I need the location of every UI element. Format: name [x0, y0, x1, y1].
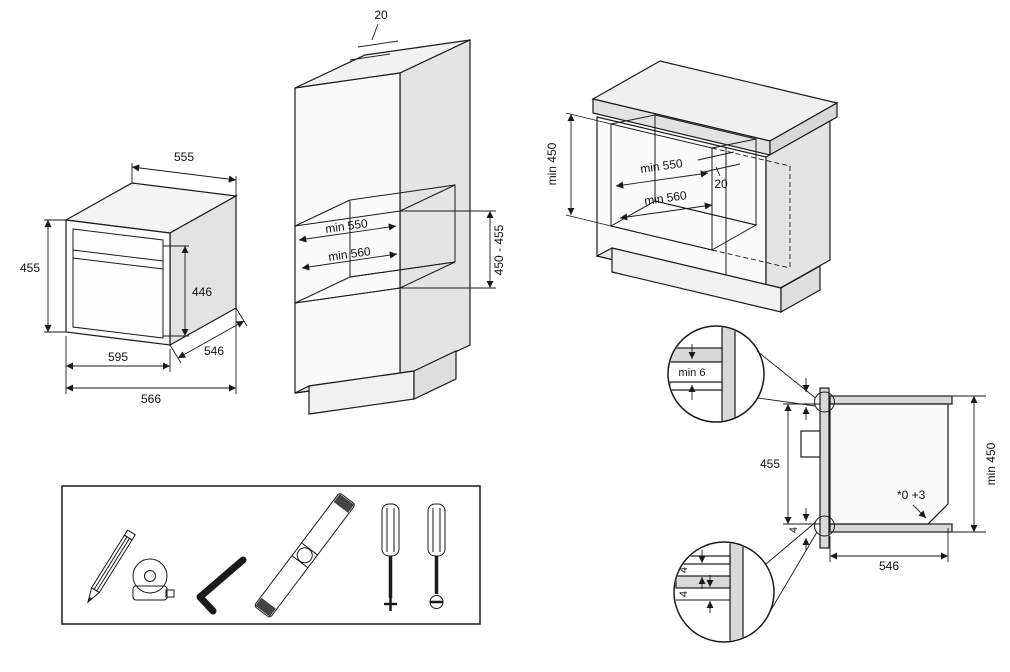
flat-screwdriver-icon [427, 503, 446, 609]
dim-oven-front-width: 595 [65, 336, 171, 394]
dim-section-niche-height: min 450 [952, 395, 998, 533]
base-unit-view: min 450 min 550 min 560 20 [545, 60, 839, 314]
detail-top-content: min 6 [669, 327, 736, 421]
tall-niche-bottom-edge [294, 287, 401, 304]
dim-label-min6: min 6 [679, 367, 706, 379]
dim-label-section-455: 455 [760, 457, 780, 471]
detail-top-clearance-bubble: min 6 [667, 325, 816, 423]
oven-handle-line [72, 249, 164, 262]
dim-label-base-min450: min 450 [545, 142, 559, 185]
dim-base-niche-depth: min 560 [619, 188, 713, 221]
oven-door-frame [72, 228, 164, 339]
detail-marker-bottom [814, 515, 835, 537]
detail-bottom-gap-bubble: 4 4 [673, 521, 818, 643]
section-gap-arrows-bottom: 4 [788, 508, 810, 551]
dim-label-546: 546 [204, 344, 224, 358]
dim-label-base-20: 20 [714, 177, 728, 191]
detail-bubble-bottom-circle [673, 541, 775, 643]
dim-section-depth: 546 [829, 528, 949, 573]
tall-unit-plinth-side [413, 350, 457, 400]
section-top-shelf [829, 395, 953, 405]
detail-bottom-content: 4 4 [675, 543, 744, 641]
tolerance-note: *0 +3 [897, 488, 927, 519]
section-oven-body [829, 403, 949, 525]
dim-oven-front-height: 455 [20, 219, 66, 333]
dim-oven-total-depth: 566 [66, 308, 237, 406]
hidden-niche-bottom [711, 249, 791, 269]
dim-oven-body-depth: 546 [169, 307, 248, 364]
dim-label-tall-min550: min 550 [324, 216, 369, 236]
dim-label-tall-min560: min 560 [327, 244, 372, 264]
dim-label-gap4-upper: 4 [678, 567, 690, 573]
tolerance-label: *0 +3 [897, 488, 926, 502]
dim-tall-niche-depth: min 560 [301, 244, 398, 271]
tall-unit-side-face [399, 39, 471, 379]
dim-tall-niche-height: 450 - 455 [400, 210, 506, 289]
section-oven-handle [800, 430, 821, 458]
dim-base-rear-gap: 20 [697, 151, 741, 191]
dim-label-455: 455 [20, 261, 40, 275]
tools-box-border [61, 485, 481, 625]
dim-label-top-gap-20: 20 [374, 8, 388, 22]
base-unit-plinth-side [780, 264, 821, 314]
spirit-level-icon [254, 493, 355, 618]
oven-isometric-view: 555 455 446 595 546 566 [20, 150, 248, 406]
dim-label-566: 566 [141, 392, 161, 406]
dim-label-section-546: 546 [879, 559, 899, 573]
dim-oven-top-width: 555 [131, 150, 237, 196]
countertop-side-edge [769, 101, 838, 157]
dim-label-section-4: 4 [788, 527, 800, 533]
dim-tall-top-rear-gap: 20 [349, 8, 399, 61]
dim-label-446: 446 [192, 285, 212, 299]
section-bottom-shelf [829, 523, 953, 533]
oven-handle-line2 [72, 257, 164, 270]
dim-label-base-min550: min 550 [639, 156, 684, 176]
dim-label-base-min560: min 560 [643, 188, 688, 208]
dim-base-niche-height: min 450 [545, 112, 612, 227]
section-oven-door [819, 387, 830, 549]
pencil-icon [87, 529, 136, 604]
dim-section-front-height: 455 [760, 403, 820, 525]
tape-measure-icon [132, 558, 175, 601]
phillips-screwdriver-icon [381, 503, 400, 611]
detail-bubble-top-circle [667, 325, 765, 423]
dim-label-595: 595 [108, 350, 128, 364]
tall-unit-view: 20 min 550 min 560 450 - 455 [294, 8, 506, 415]
hex-key-icon [196, 556, 247, 615]
dim-label-555: 555 [174, 150, 194, 164]
dim-label-450-455: 450 - 455 [492, 224, 506, 275]
dim-label-section-min450: min 450 [984, 442, 998, 485]
dim-label-gap4-lower: 4 [678, 591, 690, 597]
dim-base-niche-width: min 550 [615, 156, 709, 189]
tools-required-box [61, 485, 481, 625]
dim-tall-niche-width: min 550 [298, 216, 397, 243]
installation-section-view: 455 min 450 546 *0 +3 4 min [667, 325, 998, 643]
detail-marker-top [814, 391, 835, 413]
base-unit-side-face [765, 119, 831, 298]
hidden-niche-top [711, 147, 791, 167]
